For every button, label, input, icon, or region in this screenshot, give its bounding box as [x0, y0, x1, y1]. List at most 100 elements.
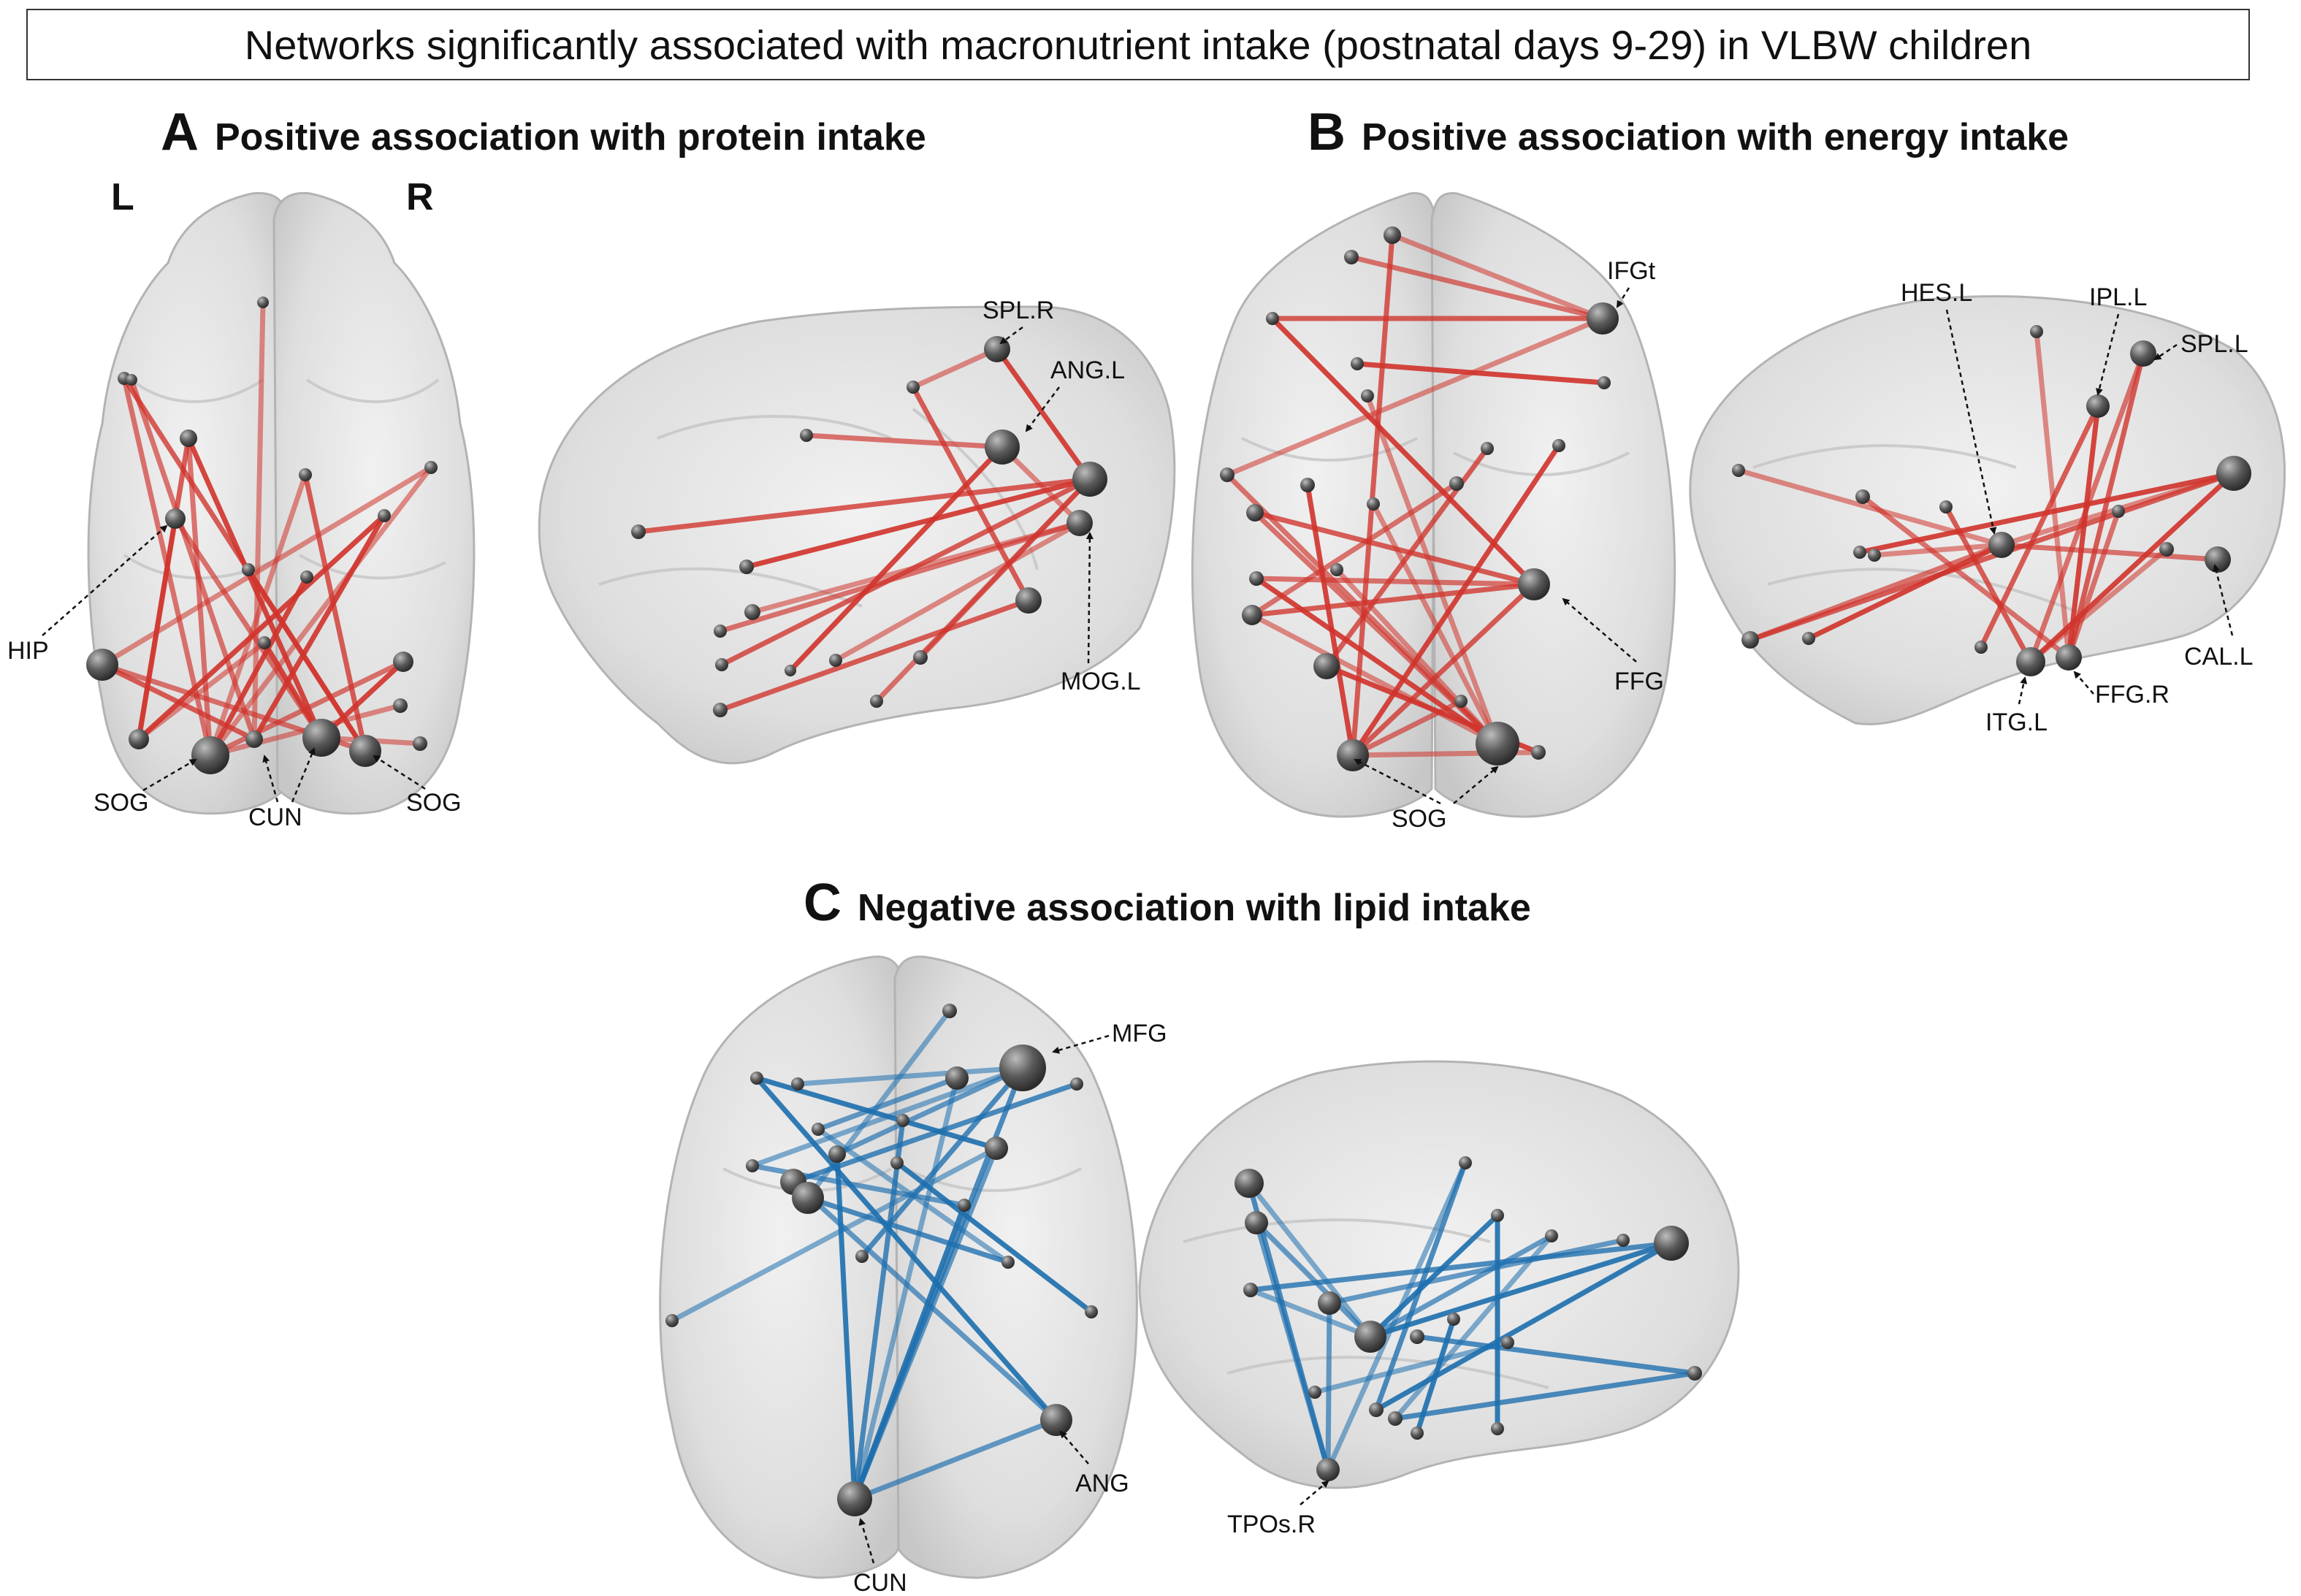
connection-edge [815, 1075, 960, 1132]
brain-region-node [1531, 745, 1546, 760]
brain-region-node [2016, 647, 2045, 676]
connection-edge [99, 465, 434, 668]
connection-edge [1249, 481, 1459, 618]
panel-b-header: B Positive association with energy intak… [1308, 102, 2069, 162]
brain-region-node [2130, 340, 2156, 367]
brain-region-node [715, 658, 728, 671]
brain-region-node [1015, 587, 1042, 614]
brain-region-node [1330, 563, 1343, 576]
brain-b-axial-left [1191, 191, 1437, 818]
brain-region-node [1085, 1305, 1098, 1318]
figure-title: Networks significantly associated with m… [26, 9, 2250, 80]
connection-edge [994, 346, 1093, 482]
connection-edge [1871, 542, 2004, 558]
brain-region-node [393, 698, 408, 713]
brain-region-node [785, 665, 796, 676]
brain-region-node [126, 374, 137, 386]
brain-region-node [393, 652, 413, 672]
connection-edge [1246, 1180, 1373, 1340]
brain-region-node [1266, 312, 1279, 325]
connection-edge [744, 476, 1093, 570]
brain-region-node [129, 729, 149, 749]
brain-region-node [1598, 376, 1611, 389]
connection-edge [1860, 494, 2072, 660]
connection-edge [790, 1179, 1059, 1423]
brain-region-node [413, 736, 427, 751]
connection-edge [1414, 1334, 1698, 1376]
brain-region-node [750, 1072, 763, 1085]
connection-edge [207, 465, 434, 758]
brain-region-node [1518, 568, 1550, 600]
connection-edge [1327, 1237, 1626, 1306]
brain-region-node [746, 1159, 759, 1172]
brain-region-node [1552, 439, 1565, 452]
label-b-ffg: FFG [1614, 668, 1664, 695]
brain-region-node [1449, 476, 1464, 491]
brain-region-node [1491, 1422, 1504, 1435]
connection-edge [136, 640, 267, 742]
brain-region-node [2216, 456, 2251, 491]
brain-region-node [1246, 504, 1264, 522]
connection-edge [999, 444, 1083, 526]
label-pointers [42, 287, 2234, 1564]
connection-edge [795, 1065, 1026, 1087]
connection-edge [1253, 576, 1500, 747]
brain-region-node [1491, 1209, 1504, 1222]
brain-region-node [2086, 394, 2110, 418]
brain-region-node [890, 1156, 904, 1169]
brain-region-node [1988, 532, 2015, 558]
connection-edge [910, 346, 1000, 390]
connection-edge [1389, 232, 1606, 321]
brain-region-node [86, 649, 118, 681]
panel-b-title: Positive association with energy intake [1362, 116, 2069, 159]
connection-edge [2028, 546, 2170, 665]
brain-region-node [1316, 1458, 1340, 1481]
connection-edge [186, 435, 324, 741]
brain-region-node [1868, 549, 1881, 562]
connection-edge [1350, 581, 1537, 758]
brain-region-node [913, 650, 928, 665]
brain-region-node [245, 730, 263, 748]
brain-region-node [1313, 653, 1340, 679]
brain-region-node [800, 429, 813, 442]
connection-edge [1350, 698, 1464, 758]
brain-region-node [191, 736, 229, 774]
brain-region-node [1072, 462, 1107, 497]
brain-region-node [792, 1182, 824, 1214]
label-a-hip: HIP [7, 637, 49, 665]
brain-region-node [791, 1077, 804, 1091]
brain-region-node [739, 560, 754, 574]
connection-edge [1224, 316, 1606, 478]
connection-edge [1392, 1233, 1554, 1421]
brain-region-node [907, 381, 920, 394]
brain-region-node [1501, 1336, 1514, 1349]
brain-region-node [631, 524, 646, 539]
label-b-ffg-r: FFG.R [2095, 681, 2170, 709]
brain-region-node [165, 508, 186, 529]
brain-region-node [1318, 1291, 1341, 1315]
brain-a-axial-left [87, 191, 290, 815]
brain-region-node [1337, 739, 1369, 771]
brain-region-node [870, 695, 883, 708]
brain-region-node [1220, 467, 1235, 482]
brain-region-node [1974, 641, 1988, 654]
brain-region-node [2030, 325, 2043, 338]
connection-edge [852, 1417, 1059, 1502]
brain-region-node [349, 735, 381, 767]
connection-edge [1367, 1233, 1554, 1340]
connection-edge [1248, 1240, 1674, 1293]
brain-region-node [985, 429, 1020, 465]
brain-region-node [299, 468, 312, 481]
brain-region-node [837, 1481, 872, 1516]
connection-edge [1367, 1240, 1674, 1340]
brain-region-node [1454, 695, 1468, 708]
brain-region-node [1243, 1283, 1258, 1297]
connection-edge [874, 476, 1093, 704]
brain-region-node [1066, 510, 1093, 536]
brain-region-node [855, 1250, 869, 1263]
brain-region-node [1040, 1404, 1072, 1436]
brain-region-node [180, 429, 197, 447]
connection-edge [749, 1065, 1026, 1169]
brain-region-node [242, 563, 255, 576]
connection-edge [1354, 361, 1607, 386]
